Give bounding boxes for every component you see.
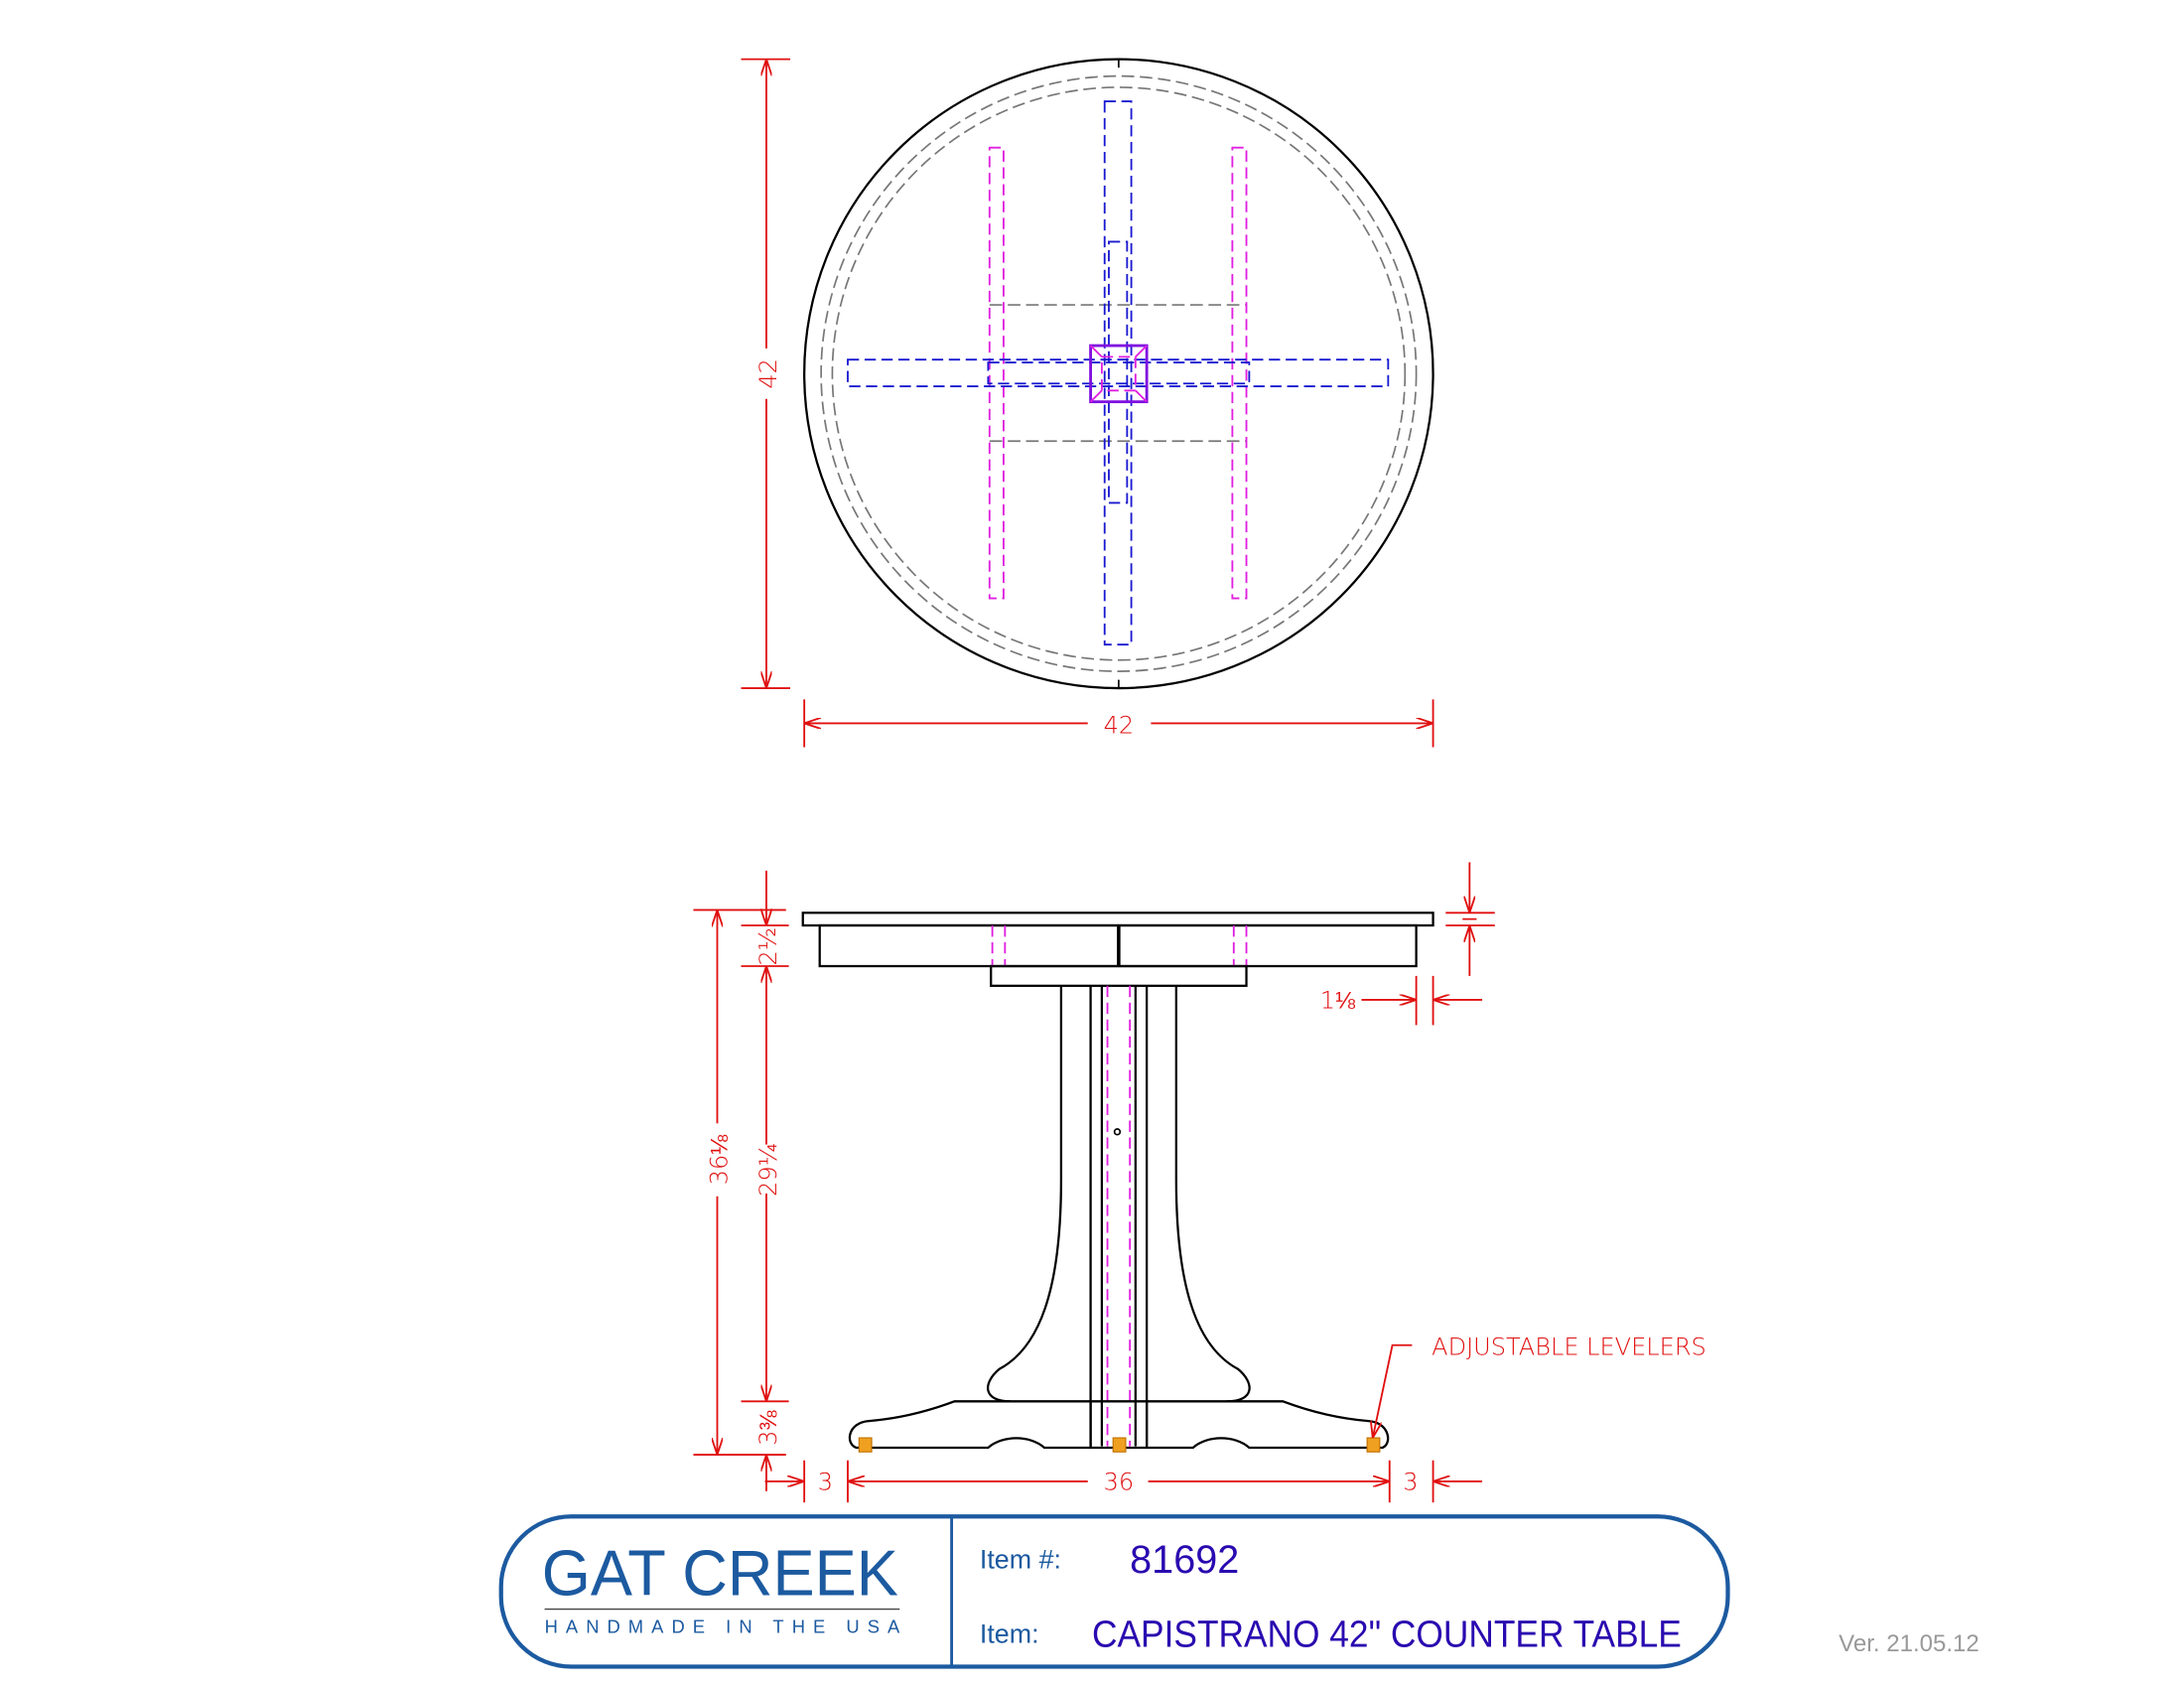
bottom-dimensions: 3 36 3 — [764, 1468, 1483, 1495]
depth-dimension: 42 — [741, 58, 791, 689]
apron-inset-label: 1⅛ — [1320, 986, 1356, 1014]
base-height-dimension: 3⅜ — [754, 1410, 782, 1491]
leveler-icons — [858, 1437, 1381, 1453]
callout-label: ADJUSTABLE LEVELERS — [1432, 1334, 1706, 1361]
base-foot-horizontal — [847, 358, 1390, 387]
column-square — [1089, 344, 1149, 404]
base-height-label: 3⅜ — [754, 1410, 782, 1446]
item-number: 81692 — [1130, 1538, 1239, 1582]
apron-to-base-label: 29¼ — [754, 1143, 782, 1196]
top-edge-dimension — [1445, 862, 1495, 976]
column-corners — [1089, 345, 1148, 403]
pedestal-left-curve — [986, 985, 1063, 1403]
tabletop — [801, 912, 1434, 927]
title-block-frame — [498, 1514, 1730, 1669]
logo-tagline: HANDMADE IN THE USA — [545, 1617, 900, 1637]
pedestal-base — [848, 1400, 1390, 1450]
version-label: Ver. 21.05.12 — [1839, 1630, 1979, 1657]
depth-dim-label: 42 — [754, 358, 782, 389]
side-view: 36⅛ 2½ 29¼ 3⅜ 3 36 3 — [693, 862, 1706, 1503]
right-overhang-label: 3 — [1403, 1468, 1418, 1495]
title-block: GAT CREEK HANDMADE IN THE USA Item #: 81… — [498, 1514, 1730, 1669]
cleat-right — [1231, 146, 1248, 600]
width-dim-label: 42 — [1104, 711, 1135, 739]
apron-inset-dimension: 1⅛ — [1320, 975, 1483, 1026]
left-overhang-label: 3 — [818, 1468, 833, 1495]
base-span-label: 36 — [1104, 1468, 1135, 1495]
cleat-left — [988, 146, 1005, 600]
cap-horizontal — [987, 361, 1251, 385]
item-label: Item: — [980, 1618, 1039, 1648]
top-to-apron-label: 2½ — [754, 927, 782, 966]
apron-hidden-outer — [820, 74, 1418, 672]
cleats-hidden — [991, 925, 1248, 967]
leveler-icon — [858, 1437, 873, 1453]
width-dimension: 42 — [803, 699, 1434, 748]
logo-name: GAT CREEK — [542, 1536, 898, 1609]
item-number-label: Item #: — [980, 1545, 1061, 1575]
pedestal-right-curve — [1174, 985, 1251, 1403]
column — [1089, 985, 1149, 1447]
apron-hidden-inner — [831, 86, 1407, 661]
tabletop-outline — [803, 58, 1434, 690]
leveler-icon — [1112, 1437, 1127, 1453]
overall-height-dimension: 36⅛ — [705, 910, 733, 1456]
leg-height-dimension: 29¼ — [754, 966, 782, 1402]
column-core — [1100, 355, 1137, 392]
leveler-icon — [1366, 1437, 1381, 1453]
leveler-callout: ADJUSTABLE LEVELERS — [1373, 1334, 1706, 1438]
top-view: 42 42 — [741, 58, 1434, 748]
overall-height-label: 36⅛ — [705, 1134, 733, 1186]
pedestal-cap — [990, 964, 1248, 987]
gat-creek-logo: GAT CREEK HANDMADE IN THE USA — [542, 1536, 900, 1636]
item-name: CAPISTRANO 42" COUNTER TABLE — [1092, 1614, 1682, 1656]
base-foot-vertical — [1103, 100, 1133, 646]
cap-vertical — [1108, 240, 1129, 504]
top-thickness-dimension: 2½ — [754, 870, 782, 966]
